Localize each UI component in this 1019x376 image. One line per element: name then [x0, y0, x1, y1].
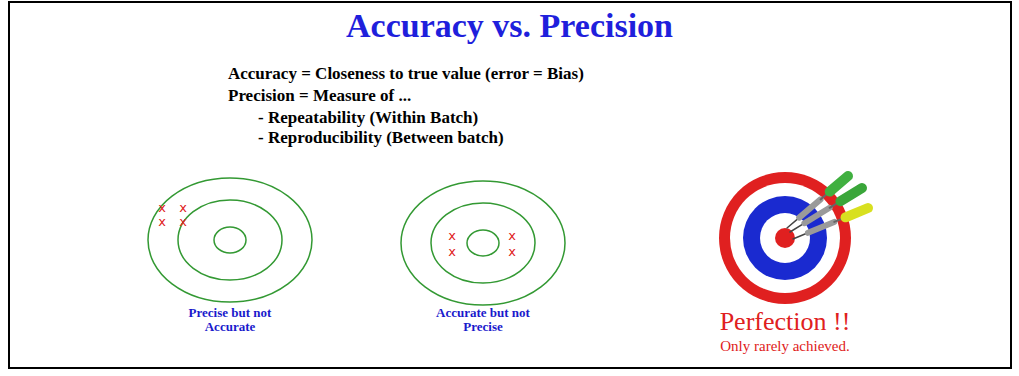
- board-ring: [730, 183, 840, 293]
- target-precise: [148, 178, 312, 302]
- dart-barrel: [799, 199, 820, 217]
- bullet-line: - Reproducibility (Between batch): [258, 128, 504, 148]
- hit-mark: x: [176, 200, 190, 216]
- definition-line: Accuracy = Closeness to true value (erro…: [228, 64, 584, 84]
- hit-mark: x: [505, 244, 519, 260]
- bullet-line: - Repeatability (Within Batch): [258, 108, 478, 128]
- target-accurate: [401, 181, 565, 305]
- hit-mark: x: [155, 214, 169, 230]
- hit-mark: x: [445, 228, 459, 244]
- target-ring: [431, 203, 535, 283]
- hit-mark: x: [505, 228, 519, 244]
- dart-flight: [846, 208, 869, 217]
- dart-barrel: [808, 222, 834, 233]
- target-ring: [401, 181, 565, 305]
- target-ring: [214, 227, 246, 253]
- target-caption: Perfection !!: [665, 307, 905, 337]
- board-ring: [743, 196, 827, 280]
- dart-flight: [840, 188, 862, 201]
- dart-flight: [830, 176, 848, 192]
- darts: [787, 176, 868, 239]
- target-note: Only rarely achieved.: [665, 337, 905, 355]
- target-ring: [148, 178, 312, 302]
- definition-line: Precision = Measure of ...: [228, 86, 411, 106]
- board-ring: [719, 172, 851, 304]
- target-caption: Accurate but not Precise: [418, 306, 548, 334]
- dartboard: [719, 172, 851, 304]
- hit-mark: x: [155, 200, 169, 216]
- board-ring: [760, 213, 810, 263]
- hit-mark: x: [176, 214, 190, 230]
- hit-mark: x: [445, 244, 459, 260]
- target-caption: Precise but not Accurate: [165, 306, 295, 334]
- target-ring: [467, 230, 499, 256]
- target-ring: [178, 200, 282, 280]
- diagram-title: Accuracy vs. Precision: [0, 6, 1019, 46]
- frame: [9, 2, 1011, 368]
